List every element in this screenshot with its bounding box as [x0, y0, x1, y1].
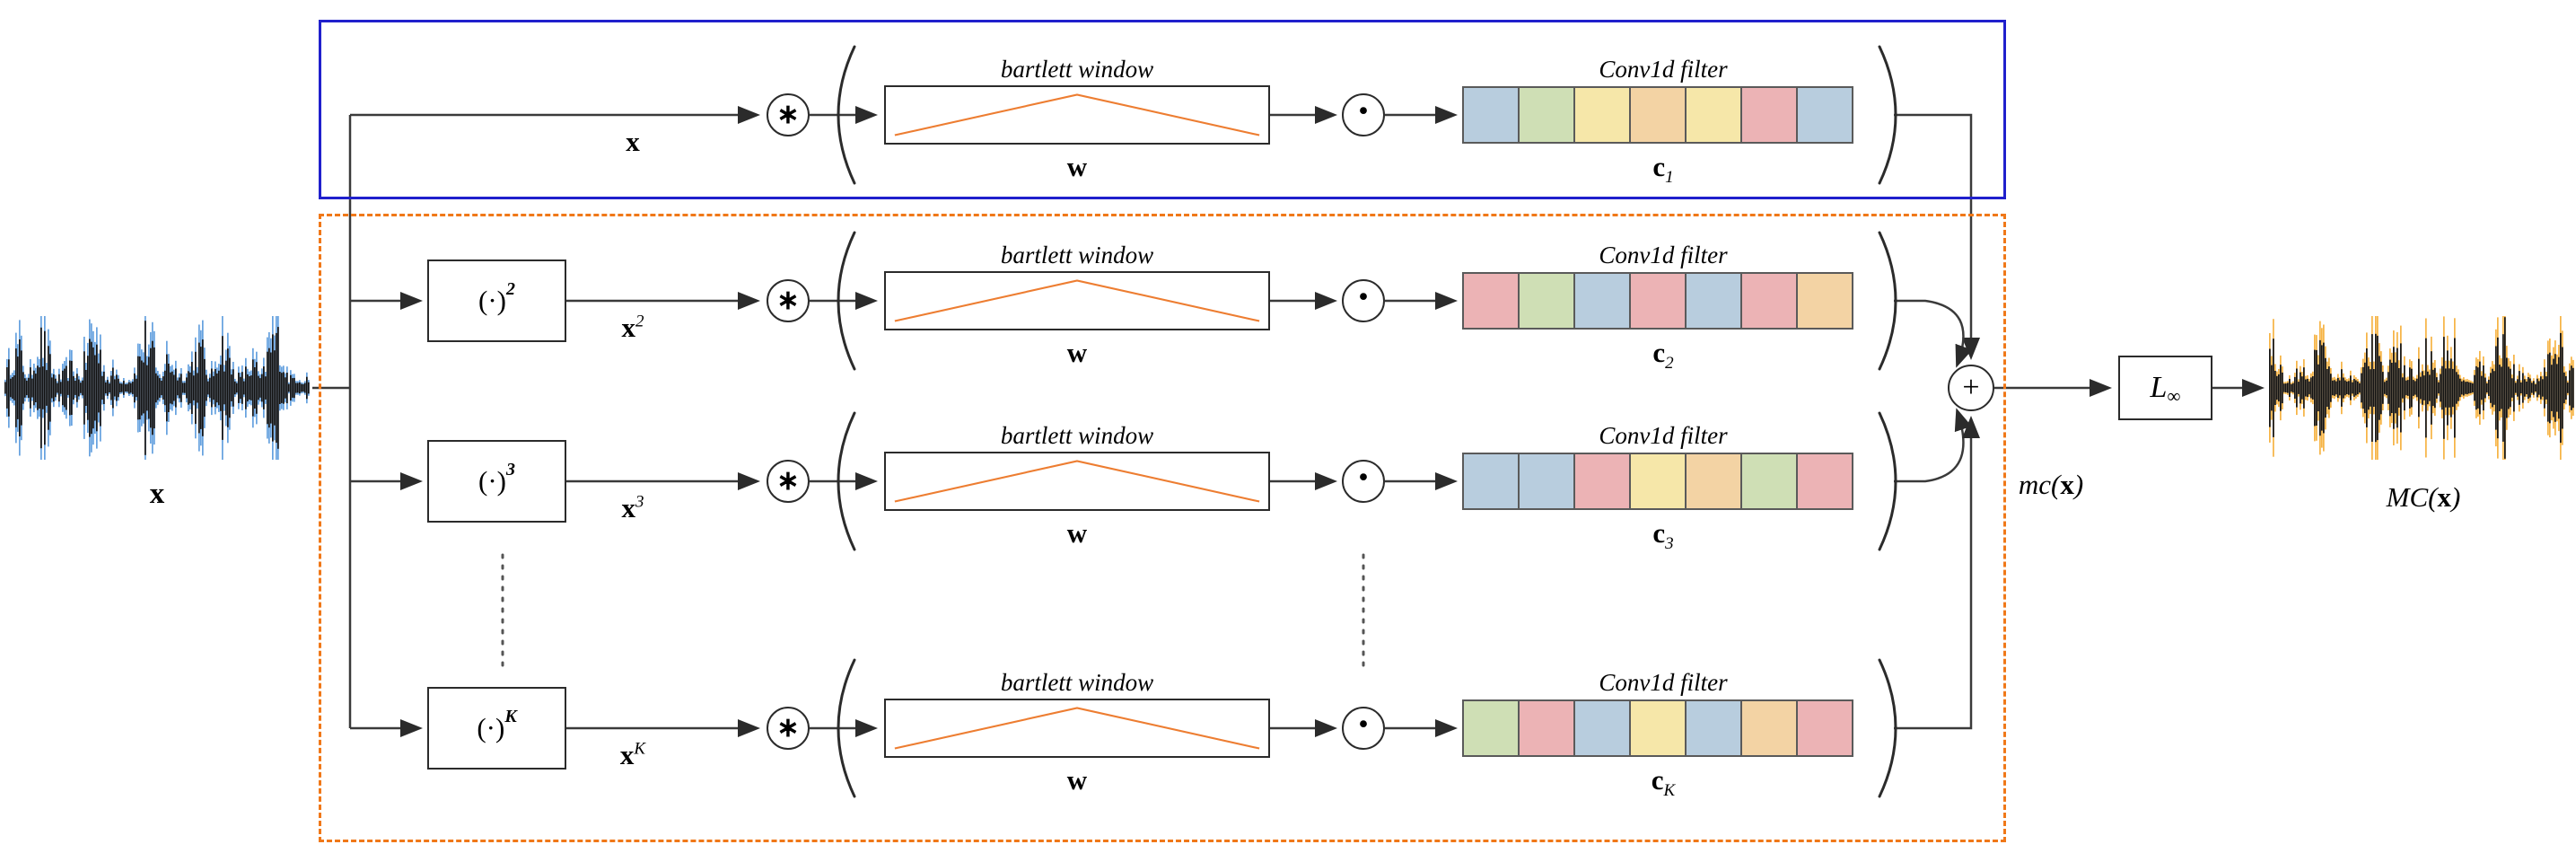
- filter-cell: [1573, 86, 1631, 144]
- filter-cell: [1518, 699, 1575, 757]
- convolution-operator-icon: ∗: [767, 460, 810, 503]
- filter-cell: [1518, 86, 1575, 144]
- filter-cell: [1796, 453, 1853, 510]
- filter-cell: [1629, 272, 1687, 330]
- dot-product-operator-icon: ·: [1342, 456, 1385, 503]
- input-waveform: [4, 316, 310, 460]
- filter-cell: [1685, 453, 1742, 510]
- filter-cell: [1685, 272, 1742, 330]
- mc-output-label: mc(x): [2018, 469, 2084, 500]
- signal-label-2: x2: [621, 312, 644, 343]
- power-box-2: (·)2: [427, 259, 566, 342]
- signal-label-3: x3: [621, 492, 644, 523]
- filter-cell: [1573, 453, 1631, 510]
- filter-cell: [1462, 272, 1520, 330]
- filter-cell: [1518, 272, 1575, 330]
- dot-product-operator-icon: ·: [1342, 90, 1385, 136]
- filter-title-1: Conv1d filter: [1599, 56, 1728, 83]
- window-label-2: w: [1066, 337, 1088, 368]
- dot-product-operator-icon: ·: [1342, 276, 1385, 322]
- filter-cell: [1796, 699, 1853, 757]
- dot-product-operator-icon: ·: [1342, 703, 1385, 750]
- filter-cell: [1629, 453, 1687, 510]
- filter-label-3: c3: [1652, 517, 1674, 554]
- window-title-K: bartlett window: [1000, 669, 1154, 696]
- convolution-operator-icon: ∗: [767, 93, 810, 136]
- conv1d-filter-2: [1462, 272, 1853, 330]
- conv1d-filter-K: [1462, 699, 1853, 757]
- first-order-branch-frame: [319, 20, 2006, 199]
- filter-cell: [1573, 272, 1631, 330]
- filter-cell: [1462, 86, 1520, 144]
- bartlett-window-box-3: [884, 452, 1270, 511]
- filter-label-1: c1: [1652, 151, 1674, 188]
- bartlett-window-box-2: [884, 271, 1270, 330]
- filter-cell: [1796, 272, 1853, 330]
- conv1d-filter-3: [1462, 453, 1853, 510]
- output-signal-label: MC(x): [2386, 481, 2461, 513]
- filter-cell: [1629, 86, 1687, 144]
- bartlett-window-box-1: [884, 85, 1270, 145]
- filter-cell: [1573, 699, 1631, 757]
- signal-label-1: x: [626, 126, 640, 157]
- filter-title-3: Conv1d filter: [1599, 422, 1728, 449]
- window-title-1: bartlett window: [1000, 56, 1154, 83]
- power-box-K: (·)K: [427, 687, 566, 770]
- bartlett-window-box-K: [884, 699, 1270, 758]
- filter-cell: [1740, 86, 1798, 144]
- filter-label-2: c2: [1652, 337, 1674, 374]
- window-title-2: bartlett window: [1000, 242, 1154, 268]
- convolution-operator-icon: ∗: [767, 279, 810, 322]
- sum-operator-icon: +: [1948, 365, 1994, 411]
- conv1d-filter-1: [1462, 86, 1853, 144]
- filter-title-2: Conv1d filter: [1599, 242, 1728, 268]
- filter-label-K: cK: [1651, 764, 1676, 801]
- window-title-3: bartlett window: [1000, 422, 1154, 449]
- window-label-K: w: [1066, 764, 1088, 796]
- filter-cell: [1462, 699, 1520, 757]
- window-label-3: w: [1066, 517, 1088, 549]
- filter-cell: [1629, 699, 1687, 757]
- filter-cell: [1685, 86, 1742, 144]
- filter-cell: [1685, 699, 1742, 757]
- filter-cell: [1518, 453, 1575, 510]
- output-waveform: [2269, 316, 2574, 460]
- convolution-operator-icon: ∗: [767, 707, 810, 750]
- filter-cell: [1740, 699, 1798, 757]
- linf-norm-box: L∞: [2118, 356, 2212, 420]
- window-label-1: w: [1066, 151, 1088, 182]
- filter-cell: [1462, 453, 1520, 510]
- higher-order-branches-frame: [319, 214, 2006, 842]
- power-box-3: (·)3: [427, 440, 566, 523]
- filter-cell: [1740, 453, 1798, 510]
- signal-label-K: xK: [619, 739, 646, 770]
- filter-cell: [1796, 86, 1853, 144]
- input-signal-label: x: [149, 478, 165, 510]
- filter-cell: [1740, 272, 1798, 330]
- filter-title-K: Conv1d filter: [1599, 669, 1728, 696]
